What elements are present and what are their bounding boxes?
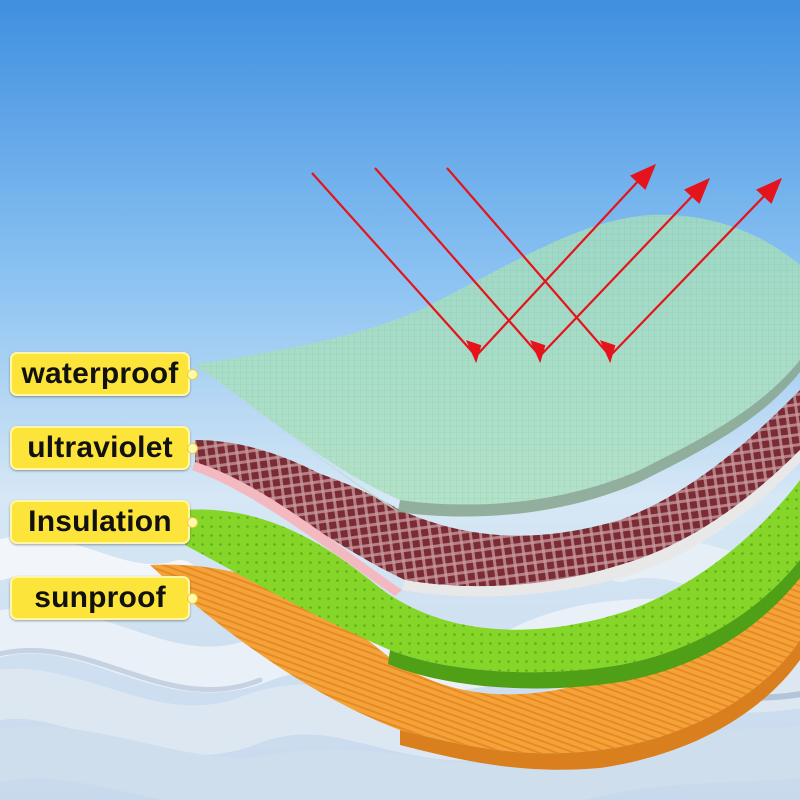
waterproof-layer [195,214,800,517]
waterproof-label: waterproof [10,352,190,396]
sunproof-label: sunproof [10,576,190,620]
ultraviolet-label: ultraviolet [10,426,190,470]
reflection-arrows [311,163,783,364]
insulation-layer [185,480,800,689]
sunproof-pointer-dot [187,593,198,604]
waterproof-pointer-dot [187,369,198,380]
ultraviolet-pointer-dot [187,443,198,454]
insulation-pointer-dot [187,517,198,528]
insulation-label: Insulation [10,500,190,544]
ultraviolet-layer [192,390,800,597]
sunproof-layer [150,520,800,770]
